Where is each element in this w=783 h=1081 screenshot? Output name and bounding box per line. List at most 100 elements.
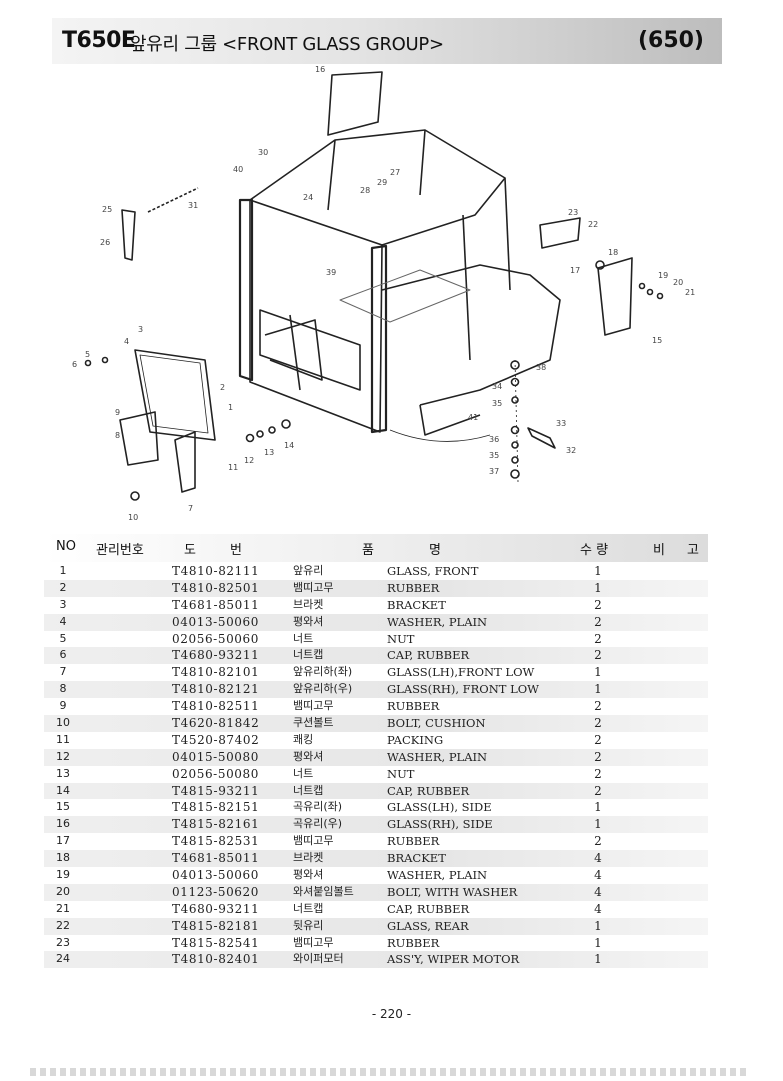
part-number: T4815-82151 [172, 800, 260, 815]
part-number: T4810-82401 [172, 952, 260, 967]
english-name: PACKING [387, 732, 444, 747]
svg-text:41: 41 [468, 413, 478, 422]
row-no: 19 [56, 868, 70, 882]
svg-text:38: 38 [536, 363, 546, 372]
svg-text:16: 16 [315, 65, 325, 74]
quantity: 2 [594, 749, 602, 764]
english-name: ASS'Y, WIPER MOTOR [387, 952, 520, 967]
korean-name: 쿠션볼트 [293, 716, 334, 730]
row-no: 12 [56, 749, 70, 763]
row-no: 1 [59, 564, 67, 577]
english-name: CAP, RUBBER [387, 901, 470, 916]
row-no: 15 [56, 800, 70, 814]
english-name: RUBBER [387, 580, 440, 595]
row-no: 21 [56, 901, 70, 915]
row-no: 24 [56, 952, 70, 966]
korean-name: 앞유리하(좌) [293, 665, 353, 679]
korean-name: 와이퍼모터 [293, 952, 344, 966]
english-name: CAP, RUBBER [387, 783, 470, 798]
row-no: 9 [59, 699, 67, 713]
cab-illustration: 16 30 40 27 29 28 24 25 31 26 39 23 22 1… [72, 65, 695, 522]
part-number: 02056-50060 [172, 631, 260, 646]
quantity: 2 [594, 597, 602, 612]
page-number: - 220 - [371, 1007, 412, 1021]
korean-name: 와셔붙임볼트 [293, 884, 354, 898]
row-no: 18 [56, 851, 70, 865]
row-no: 22 [56, 918, 70, 932]
row-no: 7 [59, 665, 67, 679]
part-number: T4810-82101 [172, 665, 260, 680]
english-name: WASHER, PLAIN [387, 614, 488, 629]
row-no: 17 [56, 834, 70, 848]
quantity: 4 [594, 868, 602, 883]
english-name: BOLT, WITH WASHER [387, 884, 518, 899]
part-number: T4680-93211 [172, 901, 260, 916]
row-no: 5 [59, 631, 67, 645]
korean-name: 뱀띠고무 [293, 834, 334, 848]
korean-name: 뱀띠고무 [293, 699, 334, 713]
svg-text:12: 12 [244, 456, 254, 465]
english-name: GLASS(RH), SIDE [387, 817, 493, 832]
col-management-number: 관리번호 [96, 543, 144, 558]
col-remark-b: 고 [687, 543, 699, 558]
quantity: 1 [594, 682, 602, 697]
english-name: WASHER, PLAIN [387, 868, 488, 883]
svg-text:10: 10 [128, 513, 138, 522]
svg-text:40: 40 [233, 165, 243, 174]
svg-text:35: 35 [489, 451, 499, 460]
part-number: T4815-82161 [172, 817, 260, 832]
korean-name: 평와셔 [293, 749, 324, 763]
part-number: T4810-82511 [172, 699, 260, 714]
part-number: T4815-82181 [172, 918, 260, 933]
part-number: T4620-81842 [172, 716, 260, 731]
quantity: 1 [594, 564, 602, 578]
korean-name: 너트캡 [293, 648, 324, 662]
svg-text:19: 19 [658, 271, 668, 280]
part-number: 02056-50080 [172, 766, 260, 781]
korean-name: 곡유리(좌) [293, 800, 343, 814]
korean-name: 너트 [293, 631, 314, 645]
svg-text:25: 25 [102, 205, 112, 214]
korean-name: 브라켓 [293, 597, 324, 611]
english-name: GLASS, REAR [387, 918, 469, 933]
svg-text:35: 35 [492, 399, 502, 408]
part-number: T4815-82541 [172, 935, 260, 950]
svg-text:4: 4 [124, 337, 129, 346]
svg-text:21: 21 [685, 288, 695, 297]
english-name: RUBBER [387, 834, 440, 849]
svg-text:22: 22 [588, 220, 598, 229]
quantity: 2 [594, 834, 602, 849]
quantity: 2 [594, 732, 602, 747]
svg-text:13: 13 [264, 448, 274, 457]
svg-text:26: 26 [100, 238, 110, 247]
part-number: T4810-82501 [172, 580, 260, 595]
part-number: T4680-93211 [172, 648, 260, 663]
row-no: 11 [56, 732, 70, 746]
korean-name: 뱀띠고무 [293, 935, 334, 949]
quantity: 2 [594, 648, 602, 663]
svg-text:18: 18 [608, 248, 618, 257]
korean-name: 앞유리하(우) [293, 682, 353, 696]
model-name: T650E [62, 28, 136, 53]
english-name: RUBBER [387, 935, 440, 950]
row-no: 20 [56, 884, 70, 898]
english-name: GLASS(LH),FRONT LOW [387, 665, 535, 680]
col-part-number-a: 도 [184, 543, 196, 558]
svg-text:3: 3 [138, 325, 143, 334]
part-number: 01123-50620 [172, 884, 260, 899]
group-title: 앞유리 그룹 <FRONT GLASS GROUP> [130, 34, 444, 55]
part-number: 04015-50080 [172, 749, 260, 764]
quantity: 1 [594, 918, 602, 933]
svg-text:29: 29 [377, 178, 387, 187]
svg-text:1: 1 [228, 403, 233, 412]
part-number: 04013-50060 [172, 614, 260, 629]
